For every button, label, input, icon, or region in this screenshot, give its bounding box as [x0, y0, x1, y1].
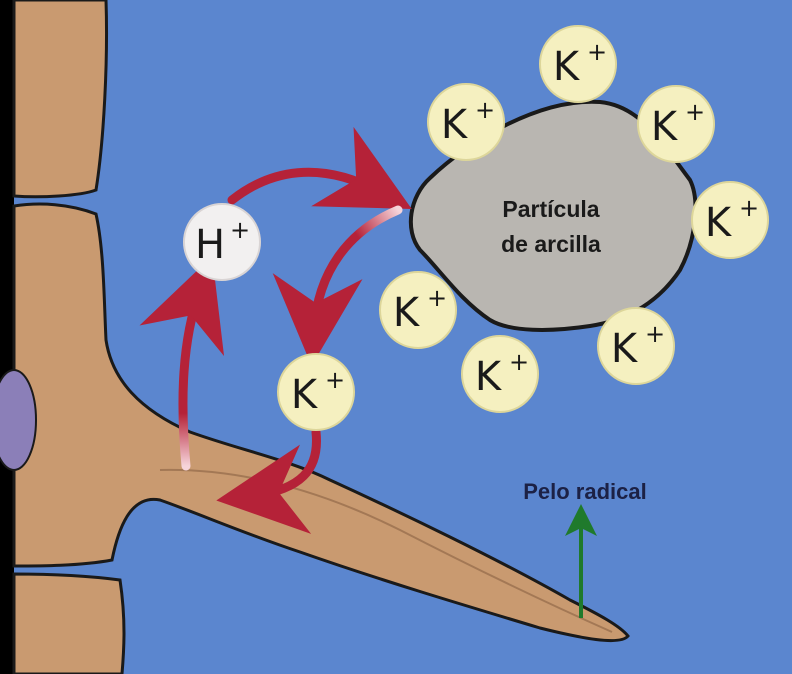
svg-text:+: + [509, 348, 529, 376]
potassium-ion-adsorbed-2: K + [428, 84, 504, 160]
svg-text:K: K [441, 102, 469, 148]
potassium-ion-charge: + [325, 366, 345, 394]
potassium-ion-adsorbed-5: K + [380, 272, 456, 348]
svg-text:+: + [685, 98, 705, 126]
svg-text:K: K [705, 200, 733, 246]
potassium-ion-symbol: K [291, 372, 319, 418]
svg-text:K: K [393, 290, 421, 336]
potassium-ion-adsorbed-7: K + [462, 336, 538, 412]
svg-text:K: K [553, 44, 581, 90]
potassium-ion-adsorbed-1: K + [540, 26, 616, 102]
svg-text:K: K [475, 354, 503, 400]
potassium-ion-adsorbed-3: K + [638, 86, 714, 162]
svg-text:+: + [739, 194, 759, 222]
hydrogen-ion-charge: + [230, 216, 250, 244]
svg-text:+: + [645, 320, 665, 348]
particle-label-line2: de arcilla [501, 231, 601, 257]
svg-text:K: K [611, 326, 639, 372]
svg-text:K: K [651, 104, 679, 150]
particle-label-line1: Partícula [502, 196, 599, 222]
svg-text:+: + [427, 284, 447, 312]
cell-nucleus [0, 370, 36, 470]
svg-text:+: + [475, 96, 495, 124]
hydrogen-ion-symbol: H [195, 222, 225, 268]
potassium-ion-adsorbed-4: K + [692, 182, 768, 258]
root-hair-label: Pelo radical [523, 479, 647, 504]
svg-text:+: + [587, 38, 607, 66]
potassium-ion-adsorbed-6: K + [598, 308, 674, 384]
hydrogen-ion: H + [184, 204, 260, 280]
potassium-ion-free: K + [278, 354, 354, 430]
